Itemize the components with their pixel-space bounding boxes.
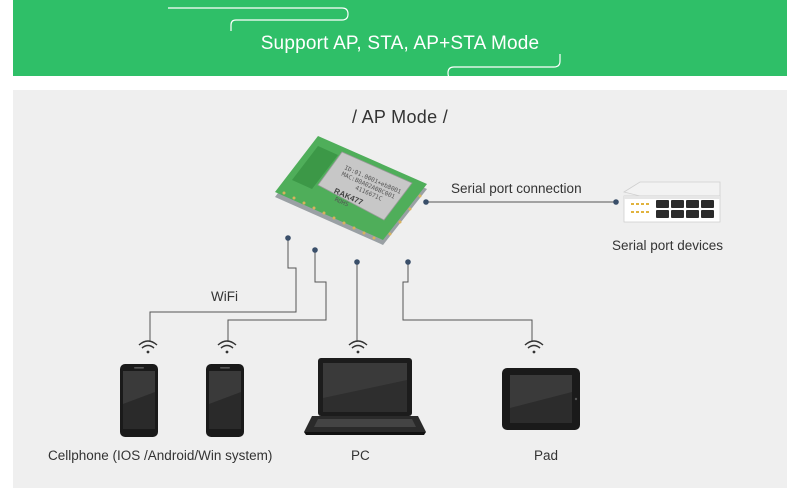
pc-label: PC bbox=[351, 448, 370, 463]
serial-device-label: Serial port devices bbox=[612, 238, 724, 253]
header-banner: Support AP, STA, AP+STA Mode bbox=[13, 0, 787, 76]
wifi-signal-icon bbox=[217, 340, 237, 354]
wifi-line-pad bbox=[402, 262, 533, 342]
banner-title: Support AP, STA, AP+STA Mode bbox=[260, 33, 540, 54]
cellphone-icon bbox=[120, 364, 158, 437]
wifi-signal-icon bbox=[524, 340, 544, 354]
pad-label: Pad bbox=[534, 448, 559, 463]
wifi-label: WiFi bbox=[211, 289, 238, 304]
wifi-signal-icon bbox=[348, 340, 368, 354]
wifi-line-cellphone-2 bbox=[227, 250, 327, 342]
connection-lines bbox=[149, 201, 616, 342]
connection-dots bbox=[285, 199, 619, 265]
wifi-signal-icon bbox=[138, 340, 158, 354]
wifi-line-cellphone-1 bbox=[149, 238, 297, 342]
wifi-module-icon: ID:01.0001+eb8001 MAC:B0A02A0BC001 41166… bbox=[275, 136, 427, 245]
cellphone-label: Cellphone (IOS /Android/Win system) bbox=[48, 448, 273, 463]
tablet-icon bbox=[502, 368, 580, 430]
banner-decoration bbox=[168, 7, 626, 80]
cellphone-icon bbox=[206, 364, 244, 437]
serial-connection-label: Serial port connection bbox=[451, 181, 582, 196]
laptop-icon bbox=[304, 358, 426, 435]
serial-device-icon bbox=[622, 181, 721, 223]
mode-title: / AP Mode / bbox=[351, 107, 449, 127]
